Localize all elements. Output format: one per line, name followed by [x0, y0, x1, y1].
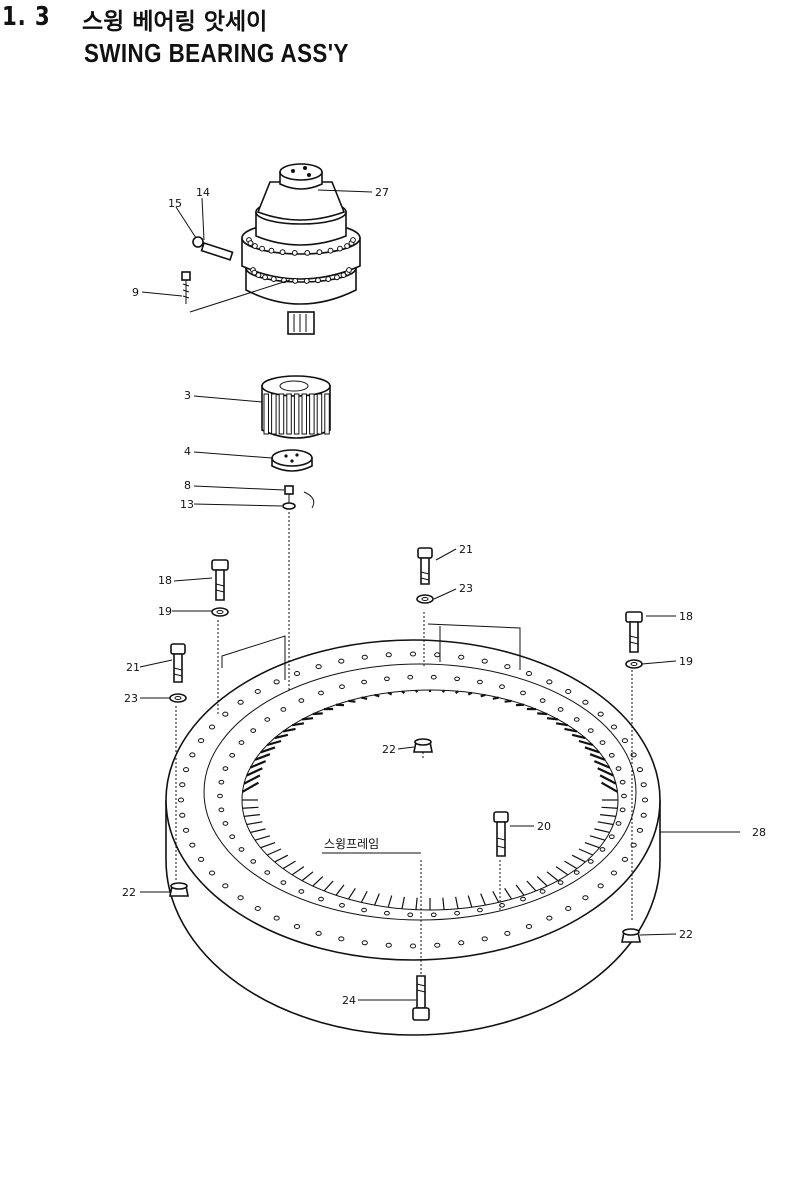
bolt-21-upper [417, 547, 433, 585]
bolt-20 [493, 811, 509, 857]
washer-19-left [211, 607, 229, 617]
callout-9: 9 [132, 286, 139, 299]
callout-20: 20 [537, 820, 551, 833]
callout-13: 13 [180, 498, 194, 511]
bolt-9-guide [189, 279, 291, 313]
callout-23-left: 23 [124, 692, 138, 705]
bolt-18-left [211, 559, 229, 601]
bolt-24 [412, 975, 430, 1021]
callout-21-upper: 21 [459, 543, 473, 556]
plug-14 [200, 241, 234, 261]
callout-27: 27 [375, 186, 389, 199]
callout-22-right: 22 [679, 928, 693, 941]
bolt-18-right [625, 611, 643, 653]
swing-frame-label: 스윙프레임 [324, 837, 379, 851]
callout-labels: 27 14 15 9 3 4 8 13 21 23 18 19 21 23 18… [122, 186, 766, 1007]
bolt-21-left [170, 643, 186, 683]
callout-19-right: 19 [679, 655, 693, 668]
callout-8: 8 [184, 479, 191, 492]
leader-lines [139, 189, 740, 1001]
callout-19-left: 19 [158, 605, 172, 618]
callout-3: 3 [184, 389, 191, 402]
callout-28: 28 [752, 826, 766, 839]
bolt-9 [181, 271, 191, 304]
callout-21-left: 21 [126, 661, 140, 674]
callout-18-left: 18 [158, 574, 172, 587]
callout-23-upper: 23 [459, 582, 473, 595]
callout-24: 24 [342, 994, 356, 1007]
callout-22-left: 22 [122, 886, 136, 899]
nut-22-center [413, 738, 433, 753]
bolt-8 [282, 485, 315, 510]
nut-22-right [621, 928, 641, 943]
section-number: 1. 3 [2, 2, 51, 32]
callout-14: 14 [196, 186, 210, 199]
page-title-english: SWING BEARING ASS'Y [84, 38, 349, 68]
swing-reduction-gear [241, 163, 361, 335]
washer-19-right [625, 659, 643, 669]
callout-4: 4 [184, 445, 191, 458]
callout-18-right: 18 [679, 610, 693, 623]
callout-22-center: 22 [382, 743, 396, 756]
callout-15: 15 [168, 197, 182, 210]
washer-23-left [169, 693, 187, 703]
nut-22-left [169, 882, 189, 897]
pinion-gear [261, 375, 331, 439]
title-block: 1. 3 스윙 베어링 앗세이 SWING BEARING ASS'Y [0, 0, 791, 80]
washer-plate [271, 449, 313, 472]
swing-bearing-ring [165, 639, 661, 1036]
washer-23-upper [416, 594, 434, 604]
page-title-korean: 스윙 베어링 앗세이 [82, 9, 268, 35]
plug-15 [192, 236, 204, 248]
